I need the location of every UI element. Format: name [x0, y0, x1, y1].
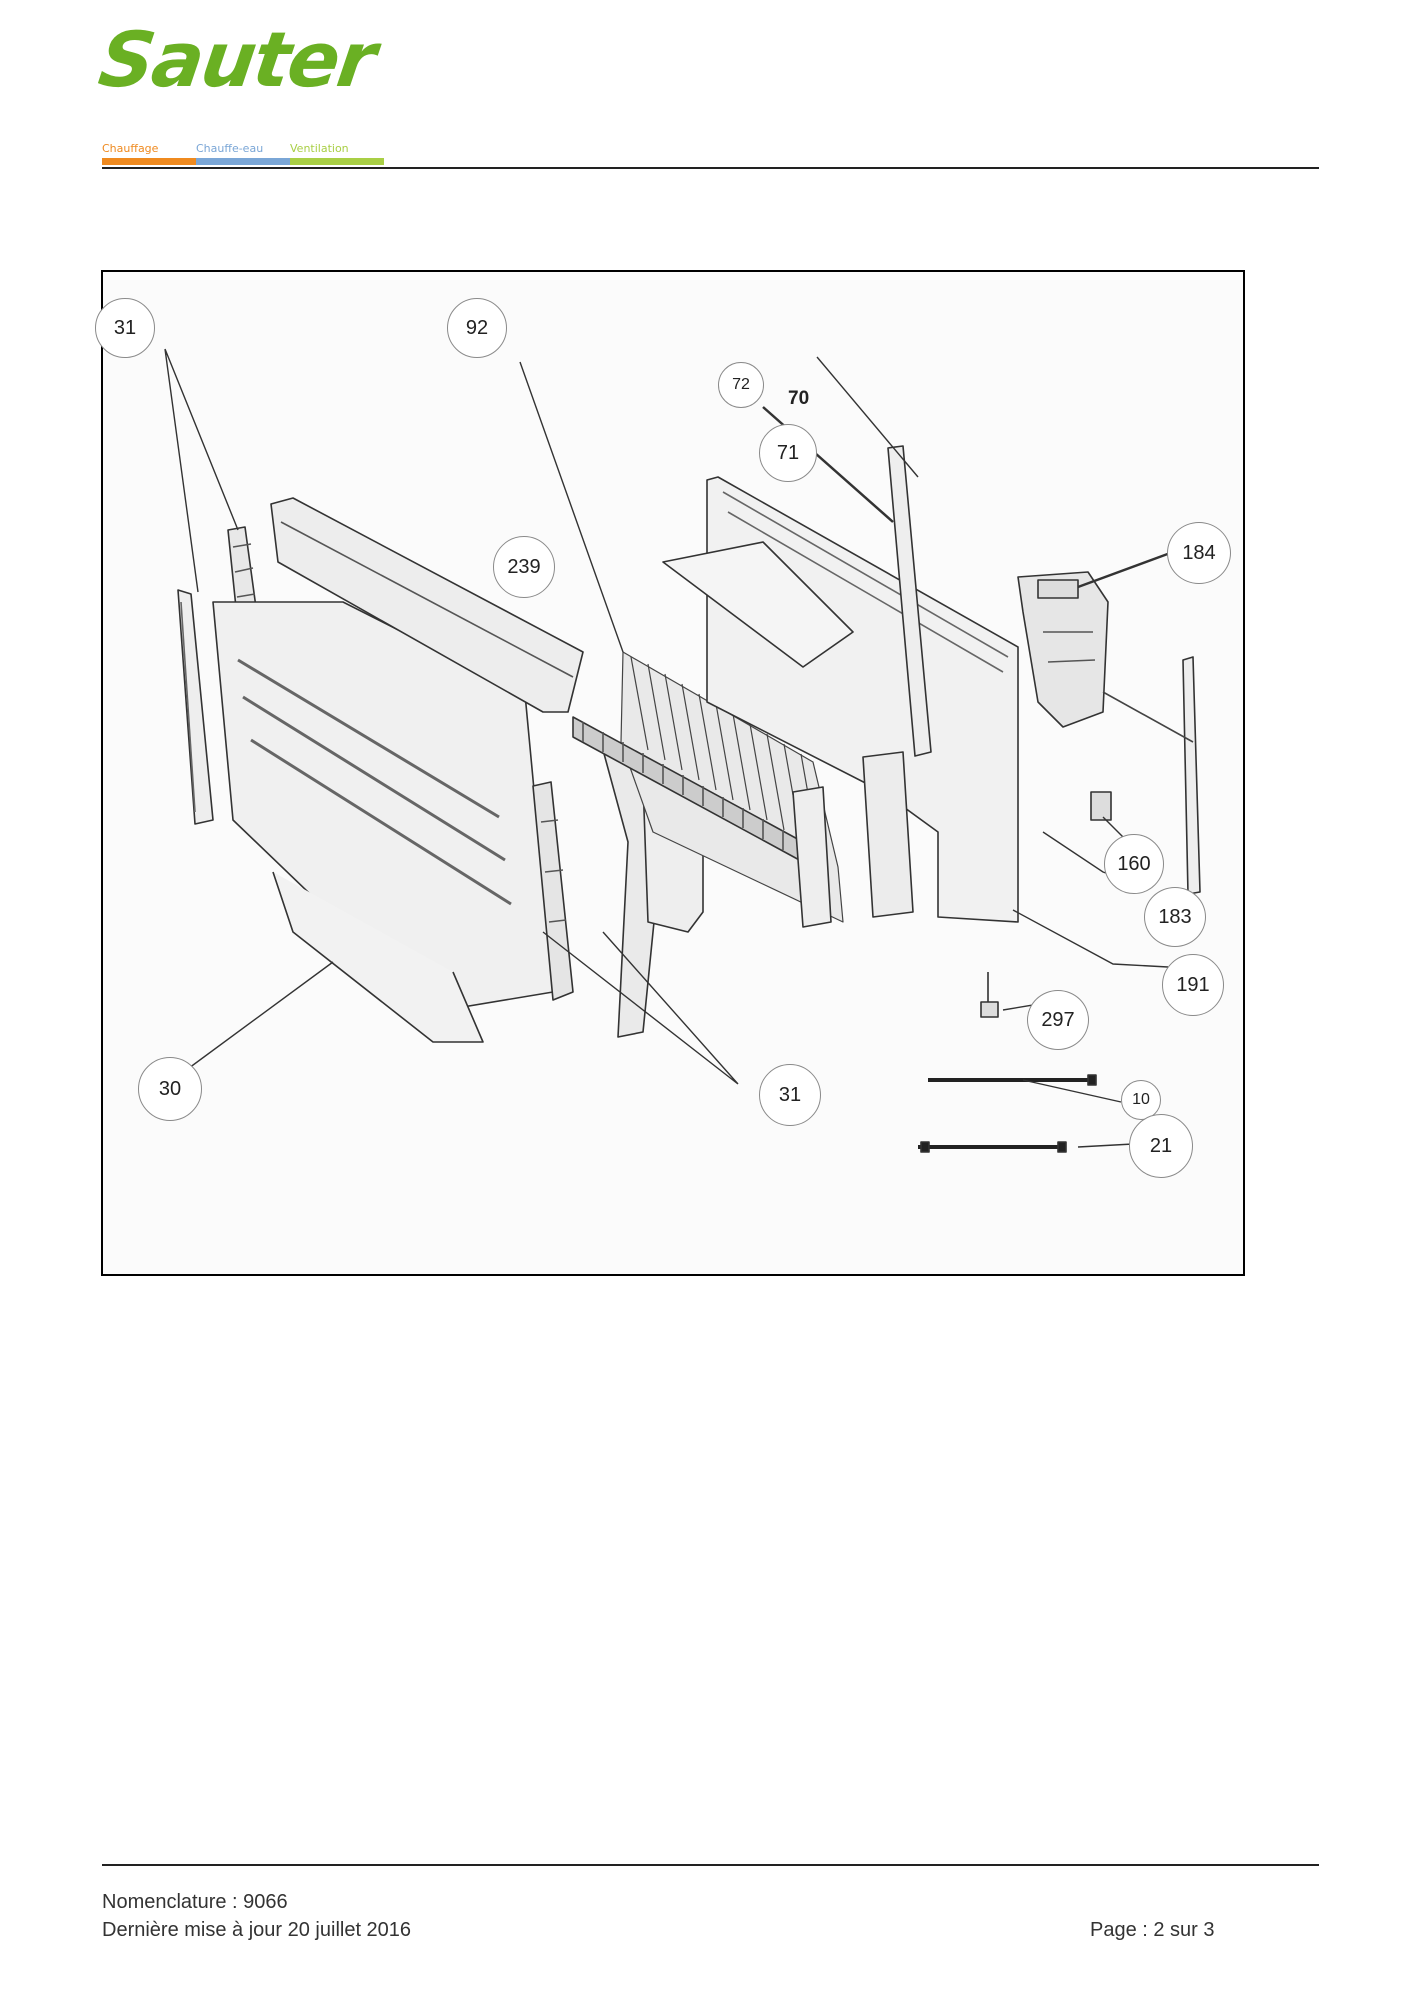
diagram-drawing: [164, 348, 1201, 1153]
front-panel-bottom: [272, 871, 484, 1043]
callout-183: 183: [1144, 887, 1206, 947]
category-color-line: [290, 158, 384, 165]
control-unit: [1017, 571, 1109, 728]
middle-bracket: [532, 781, 574, 1001]
category-chauffage: Chauffage: [102, 142, 196, 165]
category-color-line: [196, 158, 290, 165]
callout-31-top-left: 31: [95, 298, 155, 358]
category-label: Ventilation: [290, 142, 349, 155]
sensor-297: [980, 972, 999, 1018]
callout-72: 72: [718, 362, 764, 408]
category-color-line: [102, 158, 196, 165]
footer-nomenclature: Nomenclature : 9066: [102, 1891, 288, 1913]
category-ventilation: Ventilation: [290, 142, 384, 165]
left-end-cap: [177, 589, 214, 825]
callout-21: 21: [1129, 1114, 1193, 1178]
right-rail: [1182, 656, 1201, 895]
callout-31-bottom: 31: [759, 1064, 821, 1126]
callout-191: 191: [1162, 954, 1224, 1016]
exploded-view-diagram: 31 92 72 70 71 239 184 160 183 191 297 3…: [95, 270, 1245, 1276]
heating-element: [620, 651, 844, 923]
callout-297: 297: [1027, 990, 1089, 1050]
vertical-support: [887, 445, 932, 757]
electronics-bracket: [862, 751, 914, 918]
callout-10: 10: [1121, 1080, 1161, 1120]
callout-30: 30: [138, 1057, 202, 1121]
top-profile-rail: [270, 497, 584, 713]
header-rule: [102, 167, 1319, 169]
category-chauffe-eau: Chauffe-eau: [196, 142, 290, 165]
sauter-logo: Sauter: [93, 15, 380, 104]
callout-70: 70: [788, 388, 810, 409]
category-label: Chauffe-eau: [196, 142, 264, 155]
category-bar: Chauffage Chauffe-eau Ventilation: [102, 142, 384, 165]
callout-239: 239: [493, 536, 555, 598]
callout-71: 71: [759, 424, 817, 482]
footer-page-number: Page : 2 sur 3: [1090, 1919, 1215, 1941]
callout-184: 184: [1167, 522, 1231, 584]
footer-updated-date: Dernière mise à jour 20 juillet 2016: [102, 1919, 412, 1941]
footer-rule: [102, 1864, 1319, 1866]
component-160: [1090, 791, 1112, 821]
callout-160: 160: [1104, 834, 1164, 894]
callout-92: 92: [447, 298, 507, 358]
category-label: Chauffage: [102, 142, 159, 155]
